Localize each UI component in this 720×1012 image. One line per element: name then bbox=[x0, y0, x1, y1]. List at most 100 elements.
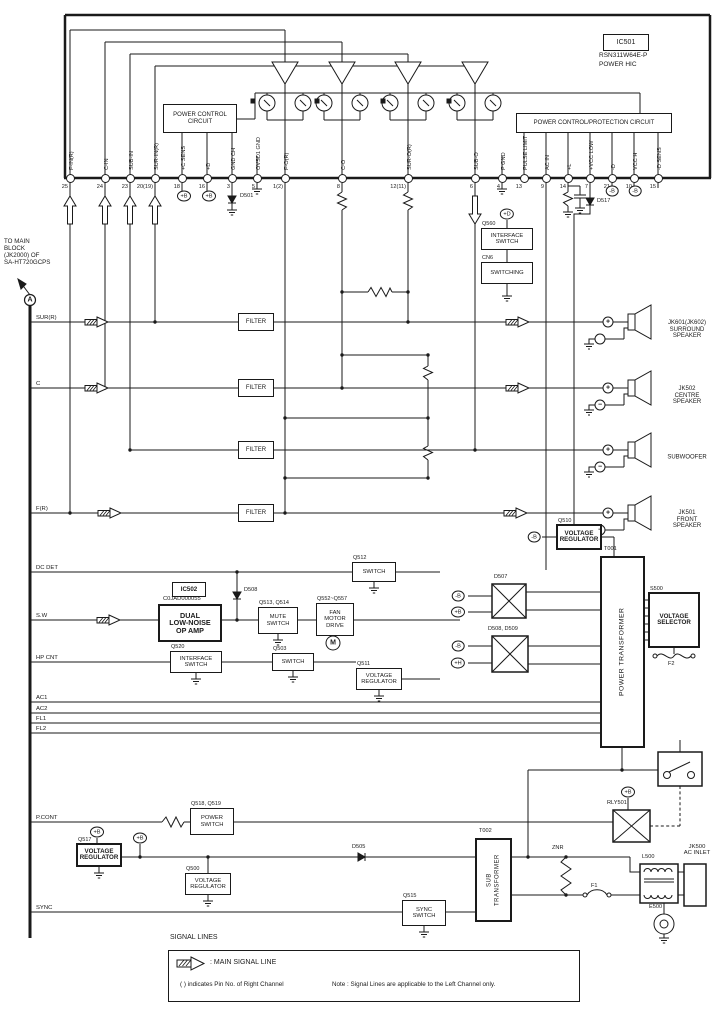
component-designator: Q560 bbox=[482, 221, 496, 228]
pin-circle bbox=[403, 173, 413, 183]
pin-circle bbox=[337, 173, 347, 183]
component-function: SYNC SWITCH bbox=[412, 906, 436, 919]
supply-rail-tag: +B bbox=[90, 826, 104, 838]
component-function: INTERFACE SWITCH bbox=[179, 655, 213, 668]
pin-label: SUB-O bbox=[474, 152, 480, 170]
d501-label: D501 bbox=[240, 193, 254, 199]
supply-rail-tag: -B bbox=[605, 185, 619, 197]
speaker-label: SUBWOOFER bbox=[667, 454, 707, 461]
pin-label: P GND bbox=[501, 152, 507, 170]
main-signal-arrow-icon bbox=[84, 316, 110, 328]
pin-label: C-O bbox=[341, 159, 347, 170]
bus-signal-label: S.W bbox=[36, 613, 48, 619]
pin-label: GND CH bbox=[231, 147, 237, 170]
t002-designator: T002 bbox=[479, 828, 492, 834]
supply-rail-tag: +B bbox=[451, 606, 465, 618]
f1-label: F1 bbox=[591, 883, 598, 889]
component-function: VOLTAGE REGULATOR bbox=[559, 529, 599, 543]
pin-number: 24 bbox=[96, 184, 103, 190]
component-designator: Q513, Q514 bbox=[259, 600, 289, 607]
power-control-circuit-box: POWER CONTROL CIRCUIT bbox=[163, 104, 237, 133]
component-function: FAN MOTOR DRIVE bbox=[324, 609, 346, 629]
ic502-op-amp-box: DUAL LOW-NOISE OP AMP bbox=[158, 604, 222, 642]
legend-channel-note: Note : Signal Lines are applicable to th… bbox=[332, 981, 496, 988]
pin-circle bbox=[252, 173, 262, 183]
d508-d509-label: D508, D509 bbox=[488, 626, 518, 632]
bus-signal-label: FL2 bbox=[36, 726, 47, 732]
terminal-sign: + bbox=[605, 384, 611, 392]
pin-circle bbox=[563, 173, 573, 183]
pin-label: OVSD1 GND bbox=[256, 137, 262, 170]
junction-dots bbox=[68, 290, 624, 897]
component-function: SWITCHING bbox=[490, 269, 524, 276]
pin-label: +VCC LOW bbox=[589, 140, 595, 170]
component-function: POWER SWITCH bbox=[200, 815, 224, 828]
legend-pin-note: ( ) indicates Pin No. of Right Channel bbox=[180, 981, 284, 988]
bus-signal-label: P.CONT bbox=[36, 815, 58, 821]
wires bbox=[20, 29, 700, 938]
pin-circle bbox=[470, 173, 480, 183]
d507-label: D507 bbox=[494, 574, 508, 580]
pin-number: 16 bbox=[198, 184, 205, 190]
main-signal-arrow-icon bbox=[505, 382, 531, 394]
ic501-designator: IC501 bbox=[603, 34, 649, 51]
component-designator: Q552~Q557 bbox=[317, 596, 348, 603]
component-designator: Q511 bbox=[357, 661, 371, 668]
supply-rail-tag: +B bbox=[133, 832, 147, 844]
power-transformer-box: POWER TRANSFORMER bbox=[600, 556, 645, 748]
bus-signal-label: AC1 bbox=[36, 695, 48, 701]
terminal-sign: + bbox=[605, 318, 611, 326]
pin-number: 3 bbox=[226, 184, 230, 190]
legend-title: SIGNAL LINES bbox=[170, 934, 218, 941]
e500-label: E500 bbox=[649, 904, 663, 910]
pin-circle bbox=[497, 173, 507, 183]
pin-circle bbox=[150, 173, 160, 183]
terminal-sign: − bbox=[597, 401, 603, 409]
component-designator: Q500 bbox=[186, 866, 200, 873]
terminal-sign: M bbox=[330, 639, 336, 647]
f2-label: F2 bbox=[668, 661, 675, 667]
rly501-label: RLY501 bbox=[607, 800, 627, 806]
pin-number: 12(11) bbox=[390, 184, 406, 190]
filter-box: FILTER bbox=[238, 441, 274, 459]
pin-circle bbox=[629, 173, 639, 183]
component-function: VOLTAGE SELECTOR bbox=[657, 612, 691, 626]
component-designator: Q510 bbox=[558, 518, 572, 525]
power-control-protection-circuit-box: POWER CONTROL/PROTECTION CIRCUIT bbox=[516, 113, 672, 133]
supply-rail-tag: +B bbox=[621, 786, 635, 798]
terminal-sign: A bbox=[27, 296, 33, 304]
pin-label: +C SENS bbox=[181, 145, 187, 170]
znr-label: ZNR bbox=[552, 845, 564, 851]
component-designator: CN6 bbox=[482, 255, 494, 262]
component-designator: Q503 bbox=[273, 646, 287, 653]
symbols bbox=[17, 61, 707, 944]
pin-number: 20(19) bbox=[136, 184, 153, 190]
component-designator: Q518, Q519 bbox=[191, 801, 221, 808]
pin-label: SUR-IN(R) bbox=[154, 142, 160, 170]
pin-number: 18 bbox=[173, 184, 180, 190]
legend-main-signal-arrow-icon bbox=[176, 956, 206, 971]
component-function: VOLTAGE REGULATOR bbox=[190, 877, 226, 890]
filter-box: FILTER bbox=[238, 313, 274, 331]
bus-signal-label: HP CNT bbox=[36, 655, 58, 661]
pin-circle bbox=[125, 173, 135, 183]
sub-transformer-box: SUB TRANSFORMER bbox=[475, 838, 512, 922]
pin-label: AC IN bbox=[545, 155, 551, 170]
main-signal-arrow-icon bbox=[96, 614, 122, 626]
legend-main-signal-text: : MAIN SIGNAL LINE bbox=[210, 959, 277, 966]
pin-circle bbox=[177, 173, 187, 183]
pin-circle bbox=[227, 173, 237, 183]
component-function: SWITCH bbox=[362, 568, 386, 575]
pin-label: VCC H bbox=[633, 152, 639, 170]
l500-label: L500 bbox=[642, 854, 655, 860]
bus-signal-label: SYNC bbox=[36, 905, 53, 911]
